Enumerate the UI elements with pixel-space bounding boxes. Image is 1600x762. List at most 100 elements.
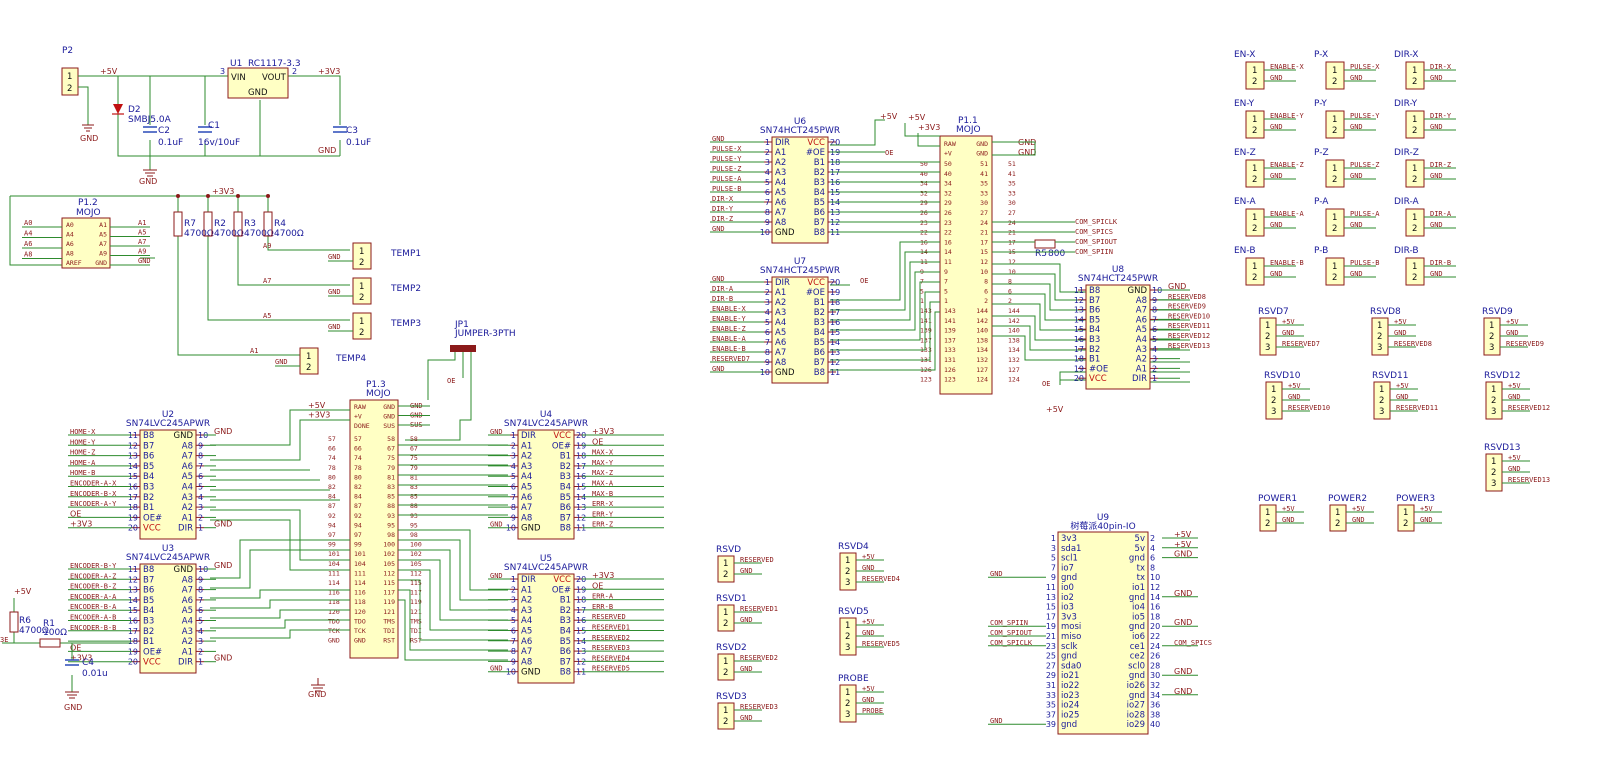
connector-pin: 1	[1379, 385, 1384, 395]
pin-number: 9	[511, 513, 516, 522]
connector-pin: 3	[845, 643, 850, 653]
temp-pin: 1	[359, 317, 364, 327]
axis-pin: 1	[1412, 115, 1417, 125]
pin-number: 1	[765, 278, 770, 287]
pin-name: B8	[560, 524, 571, 534]
axis-net: ENABLE-Z	[1270, 161, 1304, 169]
connector-pin: 1	[1335, 508, 1340, 518]
u6-oe: OE	[885, 149, 893, 157]
pin-name: B4	[560, 627, 571, 637]
pin-name: A5	[521, 483, 532, 493]
p1-3-top-left: RAW	[354, 403, 366, 411]
pin-number: 13	[1074, 306, 1084, 315]
p1-1-ext-right: 2	[1008, 297, 1012, 305]
axis-gnd: GND	[1350, 221, 1363, 229]
axis-wire	[1344, 118, 1376, 131]
u9-pin-name: io2	[1061, 593, 1074, 603]
chip-ref: U8	[1112, 265, 1125, 275]
chip-body	[517, 429, 575, 540]
u1-net-out: +3V3	[318, 67, 340, 76]
pin-number: 19	[576, 441, 586, 450]
p1-3-ext-right: 58	[410, 435, 418, 443]
p1-1-pin-right: 30	[980, 199, 988, 207]
jp1: JP1 JUMPER-3PTH OE	[405, 320, 516, 441]
pin-name: B8	[814, 228, 825, 238]
pin-name: B6	[814, 208, 825, 218]
connector-ref: RSVD13	[1484, 443, 1521, 453]
pin-name: B5	[143, 596, 154, 606]
c4-ref: C4	[82, 658, 94, 668]
pin-number: 5	[198, 617, 203, 626]
axis-gnd: GND	[1270, 172, 1283, 180]
u9-right-net: GND	[1174, 618, 1192, 627]
connector-net: GND	[740, 567, 753, 575]
pin-number: 6	[198, 472, 203, 481]
axis-connector-body	[1325, 208, 1345, 237]
p1-1-ext-right: 134	[1008, 346, 1020, 354]
pin-number: 3	[511, 596, 516, 605]
net-label: ERR-B	[592, 603, 613, 611]
pin-name: A6	[182, 462, 193, 472]
pin-number: 2	[198, 513, 203, 522]
axis-gnd: GND	[1430, 123, 1443, 131]
axis-net: ENABLE-A	[1270, 210, 1305, 218]
u9-pin-num: 33	[1046, 691, 1056, 700]
axis-gnd: GND	[1430, 270, 1443, 278]
connector-pin: 1	[1265, 508, 1270, 518]
connector-pin: 1	[1491, 385, 1496, 395]
pin-number: 17	[576, 606, 586, 615]
connector-pin: 2	[723, 570, 728, 580]
net-label: GND	[490, 572, 503, 580]
analog-3v3: +3V3	[212, 187, 234, 196]
p1-1-pin-right: 15	[980, 248, 988, 256]
temp-pin: 2	[359, 293, 364, 303]
p1-1-pin-left: 23	[944, 219, 952, 227]
u9-pin-num: 6	[1150, 554, 1155, 563]
pin-name: A7	[775, 348, 786, 358]
pin-number: 10	[760, 228, 770, 237]
p1-3-pin-left: 66	[354, 445, 362, 453]
pin-number: 11	[576, 524, 586, 533]
resistor-ref: R2	[214, 219, 226, 229]
reset-network: +5V R6 4700Ω R1 100Ω C4 0.01u 3E GND	[0, 587, 130, 712]
p1-3-pin-left: 92	[354, 512, 362, 520]
u9-pin-name: io28	[1127, 710, 1145, 720]
p1-1-pin-left: 126	[944, 366, 956, 374]
u9-pin-num: 18	[1150, 612, 1160, 621]
pin-number: 1	[198, 524, 203, 533]
p1-3-connector: P1.3 MOJO RAW+VDONEGNDGNDSUS+5V+3V3GNDGN…	[308, 380, 430, 699]
pin-number: 4	[198, 493, 203, 502]
pin-number: 13	[830, 348, 840, 357]
temp-net: A9	[263, 242, 271, 250]
net-label: MAX-Y	[592, 459, 614, 467]
u9-pin-num: 11	[1046, 583, 1056, 592]
gnd-label-2: GND	[139, 177, 157, 186]
pin-name: A2	[775, 298, 786, 308]
resistor-value: 4700Ω	[274, 229, 304, 239]
p1-1-5v: +5V	[908, 113, 926, 122]
pin-name: A5	[182, 472, 193, 482]
reset-wires	[2, 598, 130, 692]
pin-number: 17	[128, 493, 138, 502]
pin-name: B8	[814, 368, 825, 378]
p1-1-ext-left: 26	[920, 209, 928, 217]
pin-name: B6	[1089, 306, 1100, 316]
u9-pin-num: 13	[1046, 593, 1056, 602]
connector-net: RESERVED9	[1506, 340, 1544, 348]
junction	[236, 194, 240, 198]
junction	[266, 194, 270, 198]
pin-number: 4	[1152, 345, 1157, 354]
pin-number: 7	[198, 462, 203, 471]
pin-name: B3	[560, 616, 571, 626]
axis-connector-body	[1405, 208, 1425, 237]
axis-wire	[1424, 167, 1456, 180]
resistor-body	[203, 211, 213, 237]
p1-3-top-right: GND	[383, 413, 395, 421]
pin-name: B3	[143, 617, 154, 627]
p1-3-pin-right: 119	[383, 598, 395, 606]
pin-number: 1	[765, 138, 770, 147]
u9-pin-num: 14	[1150, 593, 1160, 602]
p1-3-pin-left: 80	[354, 473, 362, 481]
axis-connector-body	[1245, 159, 1265, 188]
net-label: GND	[712, 365, 725, 373]
